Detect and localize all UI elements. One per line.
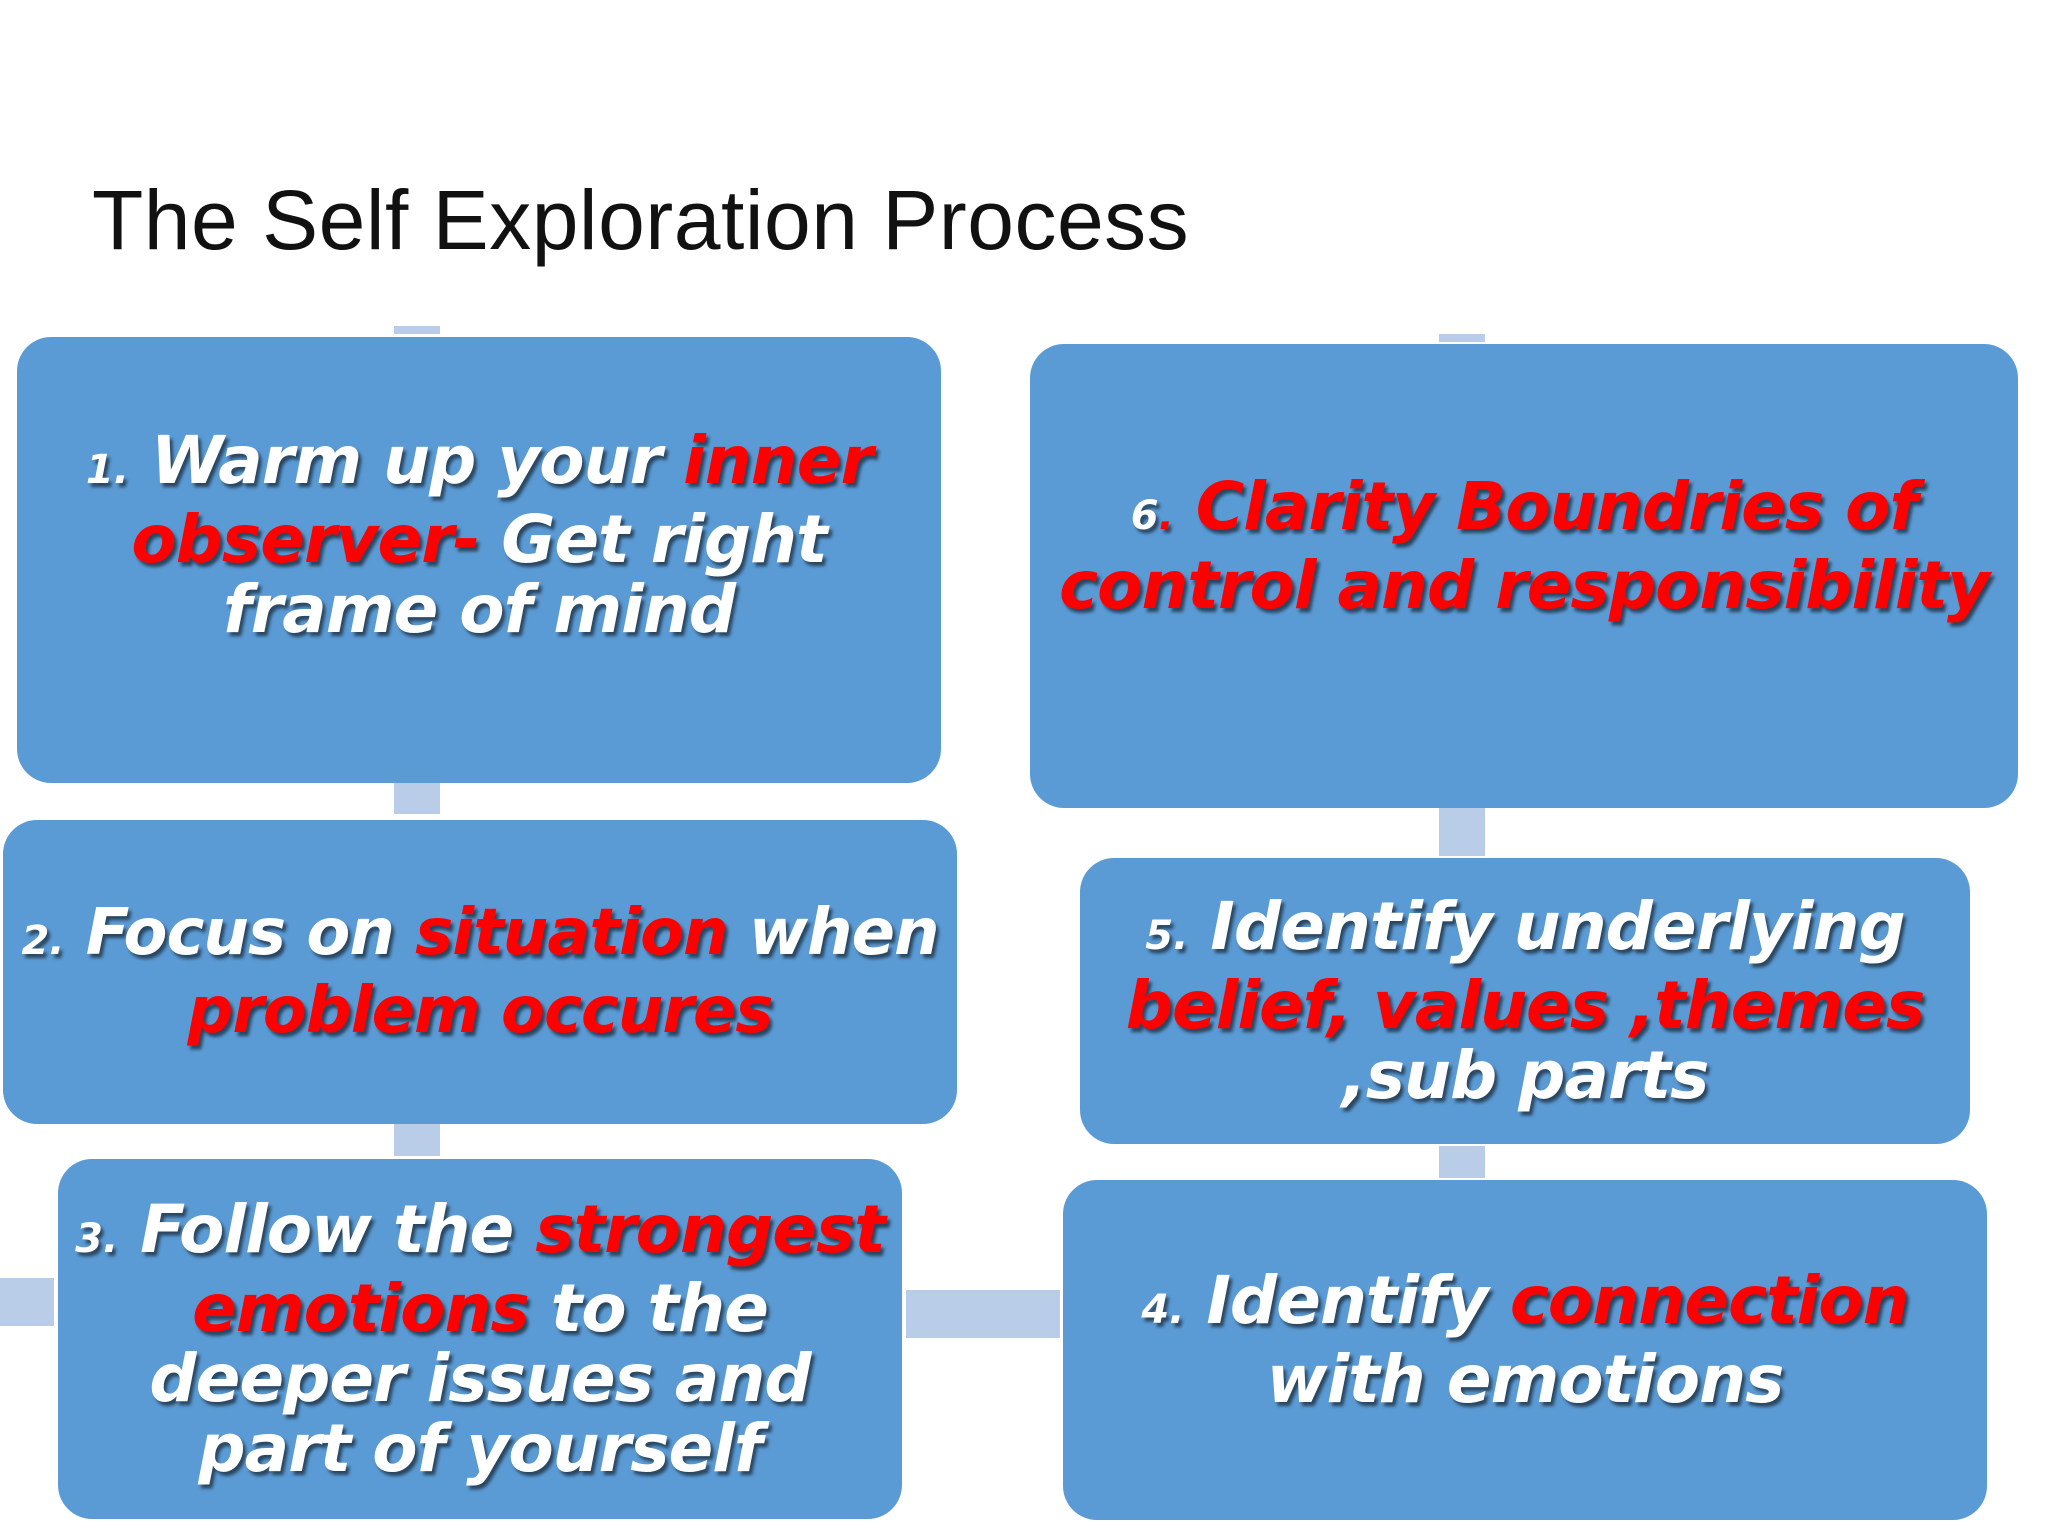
step-3-box: 3. Follow the strongest emotions to the … [58,1159,902,1519]
connector-stub-top-left [394,326,440,334]
step-2-highlight-problem: problem occures [187,974,774,1048]
step-5-text-end: ,sub parts [1341,1036,1710,1114]
step-6-number: 6 [1130,492,1159,539]
step-2-text-mid: when [727,896,940,970]
step-2-box: 2. Focus on situation when problem occur… [3,820,957,1124]
step-3-highlight: strongest emotions [192,1190,886,1347]
step-4-text: 4. Identify connection with emotions [1079,1265,1971,1418]
step-1-highlight: inner observer- [131,421,873,578]
connector-5-6 [1439,808,1485,856]
step-6-highlight: Clarity Boundries of control and respons… [1058,467,1990,624]
connector-2-3 [394,1124,440,1156]
step-2-number: 2. [21,918,65,964]
connector-4-5 [1439,1146,1485,1178]
step-1-text-end: Get right frame of mind [223,500,828,648]
step-5-box: 5. Identify underlying belief, values ,t… [1080,858,1970,1144]
step-4-text-end: with emotions [1266,1340,1785,1418]
connector-stub-top-right [1439,334,1485,342]
step-4-text-part: Identify [1206,1261,1510,1339]
step-6-text: 6. Clarity Boundries of control and resp… [1046,471,2002,621]
step-3-text-part: Follow the [140,1190,536,1268]
step-2-text: 2. Focus on situation when problem occur… [19,898,941,1046]
step-2-highlight-situation: situation [415,896,728,970]
step-5-highlight: belief, values ,themes [1125,966,1926,1044]
step-5-text: 5. Identify underlying belief, values ,t… [1096,891,1954,1114]
step-1-text-part: Warm up your [150,421,684,499]
step-6-box: 6. Clarity Boundries of control and resp… [1030,344,2018,808]
connector-stub-left [0,1278,54,1326]
step-2-text-part: Focus on [85,896,416,970]
step-1-number: 1. [85,446,129,493]
step-5-number: 5. [1145,912,1189,959]
step-6-dot: . [1158,492,1174,539]
connector-3-4 [906,1290,1060,1338]
step-1-box: 1. Warm up your inner observer- Get righ… [17,337,941,783]
slide-title: The Self Exploration Process [92,173,1190,267]
step-4-highlight: connection [1509,1261,1910,1339]
step-3-text-end: to the deeper issues and part of yoursel… [149,1269,811,1487]
step-1-text: 1. Warm up your inner observer- Get righ… [33,425,925,648]
step-4-number: 4. [1141,1286,1185,1333]
step-4-box: 4. Identify connection with emotions [1063,1180,1987,1520]
step-3-text: 3. Follow the strongest emotions to the … [74,1194,886,1487]
step-5-text-part: Identify underlying [1210,887,1905,965]
step-3-number: 3. [75,1215,119,1262]
